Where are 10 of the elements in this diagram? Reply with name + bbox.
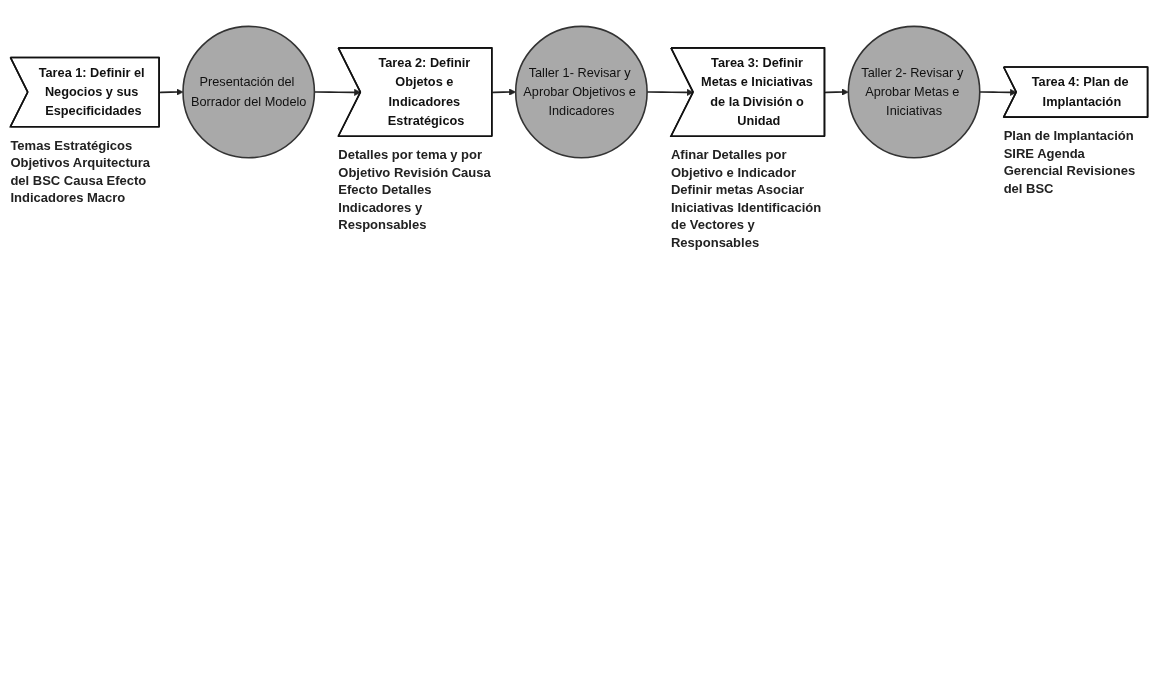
arrow	[824, 88, 849, 96]
task-description: Detalles por tema y por Objetivo Revisión Causa Efecto Detalles Indicadores y Responsables	[338, 146, 492, 234]
task-description: Plan de Implantación SIRE Agenda Gerencial Revisiones del BSC	[1003, 127, 1137, 198]
node-circle: Presentación del Borrador del Modelo	[182, 25, 316, 159]
arrow	[158, 88, 184, 96]
task-description: Afinar Detalles por Objetivo e Indicador Definir metas Asociar Iniciativas Identificación de Vectores y Responsables	[670, 146, 823, 252]
task-description: Temas Estratégicos Objetivos Arquitectura del BSC Causa Efecto Indicadores Macro	[10, 136, 152, 207]
arrow	[491, 88, 516, 96]
node-circle: Taller 2- Revisar y Aprobar Metas e Iniciativas	[847, 25, 981, 159]
node-circle: Taller 1- Revisar y Aprobar Objetivos e Indicadores	[514, 25, 648, 159]
